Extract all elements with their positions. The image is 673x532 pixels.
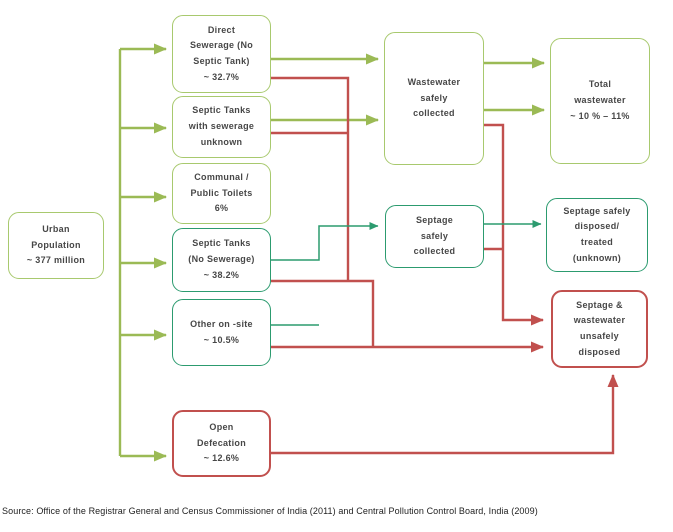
- edge-direct-unsafe: [271, 76, 350, 281]
- node-urban-population: Urban Population ~ 377 million: [8, 212, 104, 279]
- edge-septicnosew-unsafe: [271, 279, 375, 347]
- node-label: Communal / Public Toilets 6%: [190, 171, 253, 214]
- node-label: Urban Population ~ 377 million: [26, 223, 86, 266]
- node-wastewater-safely-collected: Wastewater safely collected: [384, 32, 484, 165]
- node-label: Other on -site ~ 10.5%: [190, 318, 253, 345]
- node-septage-wastewater-unsafely-disposed: Septage & wastewater unsafely disposed: [551, 290, 648, 368]
- node-label: Septic Tanks with sewerage unknown: [188, 105, 255, 147]
- edge-wastewater-unsafe: [484, 123, 544, 326]
- node-label: Septage safely disposed/ treated (unknow…: [563, 205, 631, 263]
- source-note: Source: Office of the Registrar General …: [2, 506, 538, 516]
- node-total-wastewater: Total wastewater ~ 10 % – 11%: [550, 38, 650, 164]
- node-septage-safely-disposed: Septage safely disposed/ treated (unknow…: [546, 198, 648, 272]
- teal-flows: [271, 220, 542, 326]
- node-septic-tanks-sewerage-unknown: Septic Tanks with sewerage unknown: [172, 96, 271, 158]
- node-label: Open Defecation ~ 12.6%: [196, 421, 246, 464]
- red-flows: [271, 76, 619, 455]
- node-direct-sewerage: Direct Sewerage (No Septic Tank) ~ 32.7%: [172, 15, 271, 93]
- node-communal-public-toilets: Communal / Public Toilets 6%: [172, 163, 271, 224]
- green-flows: [118, 43, 545, 462]
- node-other-on-site: Other on -site ~ 10.5%: [172, 299, 271, 366]
- edge-opendefecation-unsafe: [271, 374, 619, 455]
- node-label: Septic Tanks (No Sewerage) ~ 38.2%: [188, 238, 255, 280]
- node-label: Septage safely collected: [413, 214, 456, 257]
- node-label: Septage & wastewater unsafely disposed: [573, 299, 626, 357]
- node-septage-safely-collected: Septage safely collected: [385, 205, 484, 268]
- edge-septicnosew-to-septage: [271, 222, 379, 261]
- node-label: Wastewater safely collected: [407, 76, 461, 119]
- node-septic-tanks-no-sewerage: Septic Tanks (No Sewerage) ~ 38.2%: [172, 228, 271, 292]
- node-open-defecation: Open Defecation ~ 12.6%: [172, 410, 271, 477]
- node-label: Total wastewater ~ 10 % – 11%: [570, 79, 630, 121]
- node-label: Direct Sewerage (No Septic Tank) ~ 32.7%: [189, 24, 254, 82]
